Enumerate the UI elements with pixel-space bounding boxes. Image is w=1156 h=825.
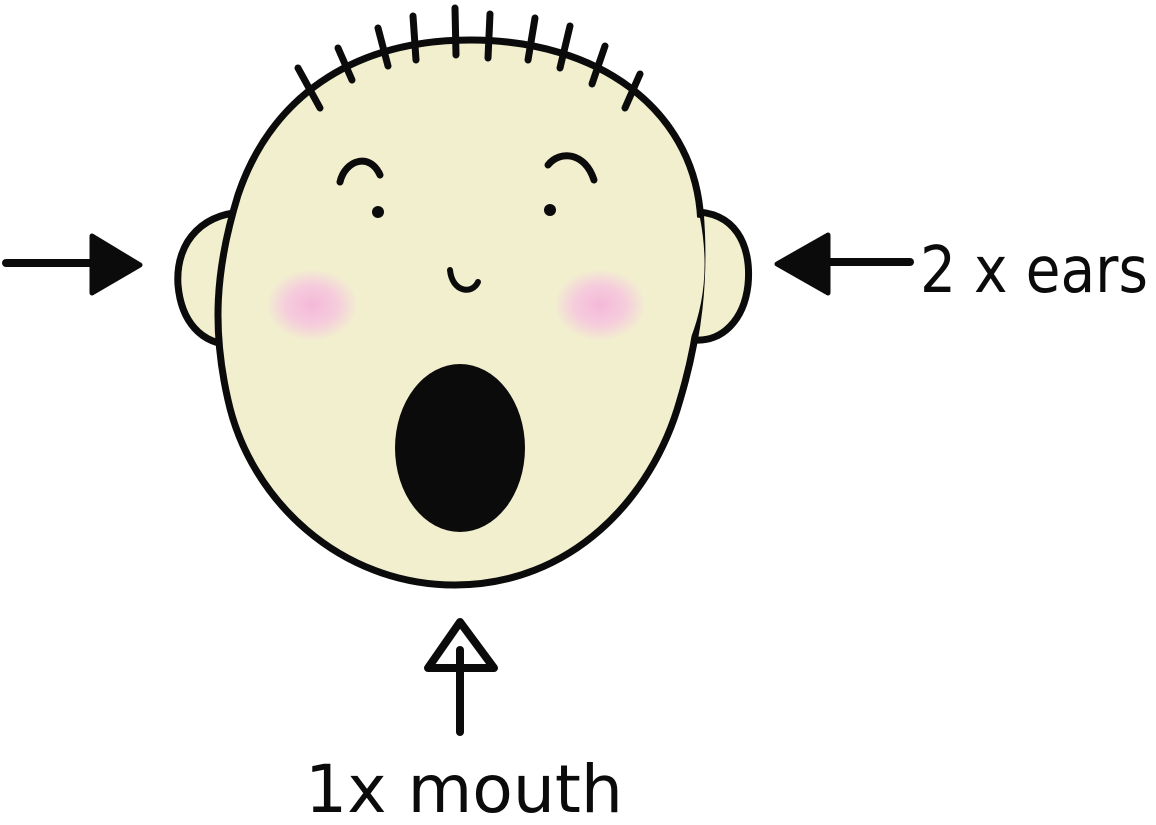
mouth-arrow-icon	[428, 622, 494, 732]
ears-label: 2 x ears	[920, 234, 1148, 308]
left-eye-icon	[372, 206, 384, 218]
mouth-label: 1x mouth	[305, 751, 623, 825]
open-mouth-icon	[395, 364, 525, 532]
right-eye-icon	[544, 204, 556, 216]
face-icon	[178, 8, 749, 585]
left-blush-icon	[266, 269, 358, 341]
right-blush-icon	[554, 269, 646, 341]
right-ear-arrow-icon	[777, 235, 910, 293]
left-ear-arrow-icon	[6, 236, 140, 293]
